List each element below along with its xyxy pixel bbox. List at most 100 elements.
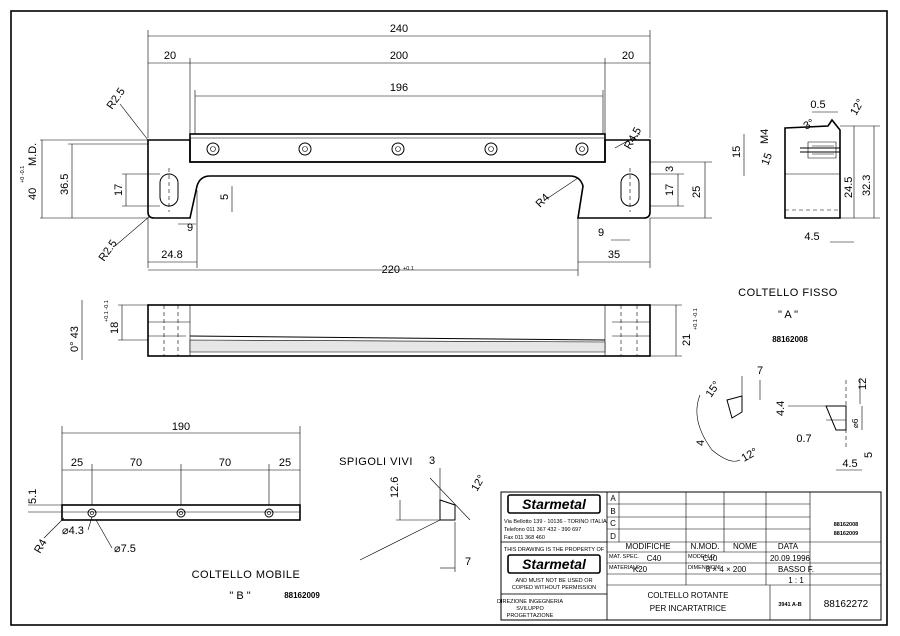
dim-height-tolerance: +0 -0.1 [20,166,26,183]
detail-d: 12 4.4 0.7 ⌀6 4.5 5 [775,378,875,471]
side-h21-tol: +0.1 -0.1 [693,308,699,330]
k-value: K20 [633,565,648,574]
top-view: 240 20 200 20 196 R2.5 R2.5 R4.5 R4 40 +… [20,23,745,276]
property-notice: THIS DRAWING IS THE PROPERTY OF [504,547,605,553]
mobile-5-1: 5.1 [27,489,39,504]
sec-a-32-3: 32.3 [861,175,873,196]
codes-1: 88162008 [834,522,858,528]
sec-a-12deg: 12° [848,97,867,117]
detail-d-4-4: 4.4 [775,401,787,416]
mobile-r4: R4 [32,537,49,555]
date: 20.09.1996 [770,554,811,563]
dim-slot-right: 17 [664,184,676,196]
address-line-2: Telefono 011 367 432 - 390 697 [504,527,581,533]
dim-right-margin: 20 [622,50,634,62]
bar-holes [206,142,589,156]
mobile-25b: 25 [279,457,291,469]
dim-3: 3 [664,166,676,172]
dim-height-total: 40 [27,188,39,200]
address-line-3: Fax 011 368 460 [504,535,545,541]
dim-slot-left: 17 [113,184,125,196]
description-line-1: COLTELLO ROTANTE [647,591,728,600]
detail-d-5: 5 [863,452,875,458]
bar-hole [298,142,312,156]
radius-right: R4.5 [622,125,644,151]
sec-a-m4: M4 [759,129,771,144]
dim-24-8: 24.8 [161,249,182,261]
dimensions: 8 × 4 × 200 [706,565,747,574]
dim-center-length: 200 [390,50,408,62]
bar-hole [484,142,498,156]
side-view: 0° 43 18 +0.1 -0.1 21 +0.1 -0.1 [69,300,699,360]
sec-a-3deg: 3° [802,117,817,133]
sharp-edges-detail: SPIGOLI VIVI 3 12.6 12° 7 [339,455,488,572]
fixed-blade-title: COLTELLO FISSO [738,287,838,299]
address-line-1: Via Bellotto 139 - 10136 - TORINO ITALIA [504,519,607,525]
hdr-nmod: N.MOD. [691,542,720,551]
side-angle: 0° 43 [69,326,81,352]
rev-a: A [610,494,616,503]
logo-text: Starmetal [522,496,587,512]
mobile-25a: 25 [71,457,83,469]
drawing-number: 88162272 [824,599,869,610]
mobile-blade: 190 25 70 70 25 5.1 R4 ⌀4.3 ⌀7.5 COLTELL… [27,421,320,602]
mobile-70b: 70 [219,457,231,469]
dim-35: 35 [608,249,620,261]
detail-d-phi6: ⌀6 [851,418,860,428]
designer: BASSO F. [778,565,814,574]
mobile-blade-view: " B " [229,590,250,602]
revision-table: A B C D MODIFICHE N.MOD. NOME DATA [606,492,881,620]
section-a-outline [784,118,841,219]
sharp-edges-title: SPIGOLI VIVI [339,456,413,468]
dim-9-left: 9 [187,222,193,234]
detail-d-4-5: 4.5 [842,458,857,470]
side-h18: 18 [109,322,121,334]
direzione: DIREZIONE INGEGNERIA [497,599,563,605]
sheet-border [10,10,888,626]
side-view-outline [147,304,651,357]
detail-d-0-7: 0.7 [796,433,811,445]
model-label: MODELLO [688,554,716,560]
sharp-12deg: 12° [469,473,488,493]
dim-holes-span: 196 [390,82,408,94]
bar-hole [206,142,220,156]
dim-220: 220 [382,264,400,276]
radius-bottom-left: R2.5 [97,238,120,264]
logo-text-2: Starmetal [522,556,587,572]
rev-c: C [610,519,616,528]
bar-hole [391,142,405,156]
progettazione: PROGETTAZIONE [507,613,554,619]
sheet-ref: 3941 A-B [778,602,801,608]
notice-line-2: COPIED WITHOUT PERMISSION [512,585,596,591]
material: C40 [647,554,662,563]
detail-c-12deg: 12° [740,446,760,465]
scale: 1 : 1 [788,576,804,585]
mobile-70a: 70 [130,457,142,469]
title-block: Starmetal Via Bellotto 139 - 10136 - TOR… [497,491,882,621]
sec-a-15: 15 [760,151,775,167]
sharp-12-6: 12.6 [389,477,401,498]
hdr-modifiche: MODIFICHE [626,542,671,551]
detail-c: 7 15° 4 12° [695,365,763,465]
rev-b: B [610,507,615,516]
dim-220-tolerance: +0.1 [403,266,414,272]
radius-top-left: R2.5 [105,86,128,112]
dim-25: 25 [691,186,703,198]
detail-c-4: 4 [695,440,707,446]
codes-2: 88162009 [834,531,858,537]
dim-height-36-5: 36.5 [59,174,71,195]
dims-label: DIMENSIONI [688,565,721,571]
side-h21: 21 [681,334,693,346]
mobile-blade-outline [61,504,301,521]
mobile-phi7-5: ⌀7.5 [114,543,136,555]
dim-15: 15 [731,146,743,158]
dim-9-right: 9 [598,227,604,239]
dim-left-margin: 20 [164,50,176,62]
sviluppo: SVILUPPO [516,606,544,612]
fixed-blade-view: " A " [778,309,798,321]
fixed-blade-code: 88162008 [772,335,808,344]
detail-c-7: 7 [757,365,763,377]
sec-a-0-5: 0.5 [810,99,825,111]
mobile-blade-title: COLTELLO MOBILE [192,569,301,581]
mat-label: MAT. SPEC. [609,554,640,560]
